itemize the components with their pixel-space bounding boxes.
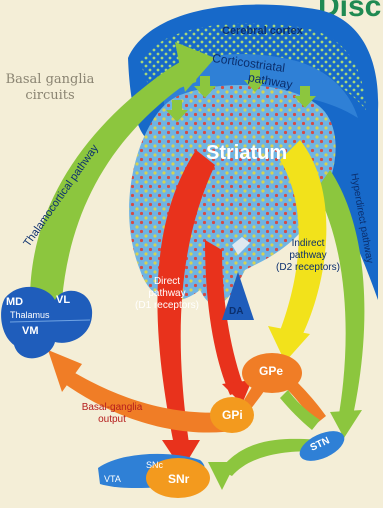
hyperdirect-arrowhead xyxy=(330,410,362,438)
stn-green-arrowhead xyxy=(208,462,236,490)
gpe-stn-arrow xyxy=(286,380,326,424)
label-da: DA xyxy=(229,306,244,317)
label-indirect-3: (D2 receptors) xyxy=(276,262,340,273)
indirect-arrowhead xyxy=(268,326,310,362)
side-label-line2: circuits xyxy=(25,88,75,103)
corticostriatal-arrows xyxy=(166,70,316,122)
direct-arrowhead xyxy=(162,440,200,470)
thalamocortical-band xyxy=(30,50,200,300)
label-output-1: Basal-ganglia xyxy=(81,402,143,413)
label-direct: Direct pathway (D1 receptors) xyxy=(122,276,212,312)
snr-shape xyxy=(146,458,210,498)
label-vl: VL xyxy=(56,294,71,306)
label-vta: VTA xyxy=(104,474,121,484)
label-snr: SNr xyxy=(168,472,190,486)
label-thalamus: Thalamus xyxy=(10,310,50,320)
cortex-inner-band xyxy=(140,23,366,110)
label-cerebral-cortex: Cerebral cortex xyxy=(222,25,303,37)
output-arrowhead xyxy=(48,350,82,392)
side-label-line1: Basal ganglia xyxy=(5,72,95,87)
gpe-shape xyxy=(242,353,302,393)
ventricle-shape xyxy=(232,237,250,255)
hyperdirect-band xyxy=(316,170,365,420)
label-direct-3: (D1 receptors) xyxy=(135,300,199,311)
thalamus-shape xyxy=(1,286,93,359)
thalamocortical-arrowhead xyxy=(175,42,215,92)
thalamus-outline xyxy=(9,319,91,323)
label-md: MD xyxy=(6,296,24,308)
label-gpe: GPe xyxy=(259,364,284,378)
label-indirect: Indirect pathway (D2 receptors) xyxy=(268,238,348,274)
label-output: Basal-ganglia output xyxy=(72,402,152,426)
label-indirect-2: pathway xyxy=(289,250,327,261)
direct-pathway-band xyxy=(157,150,215,450)
label-gpi: GPi xyxy=(222,408,243,422)
label-output-2: output xyxy=(98,414,126,425)
label-vm: VM xyxy=(22,325,39,337)
gpi-shape xyxy=(210,397,254,433)
label-direct-2: pathway xyxy=(148,288,186,299)
label-striatum: Striatum xyxy=(206,142,288,164)
label-snc: SNc xyxy=(146,460,164,470)
label-direct-1: Direct xyxy=(153,276,181,287)
direct-arrowhead-2 xyxy=(222,380,252,404)
da-arrow xyxy=(222,272,254,320)
side-label: Basal ganglia circuits xyxy=(2,72,98,104)
stn-shape xyxy=(299,431,345,461)
stn-gpe-green xyxy=(280,390,320,430)
output-band xyxy=(62,370,245,433)
label-indirect-1: Indirect xyxy=(291,238,325,249)
indirect-pathway-band xyxy=(278,140,327,340)
